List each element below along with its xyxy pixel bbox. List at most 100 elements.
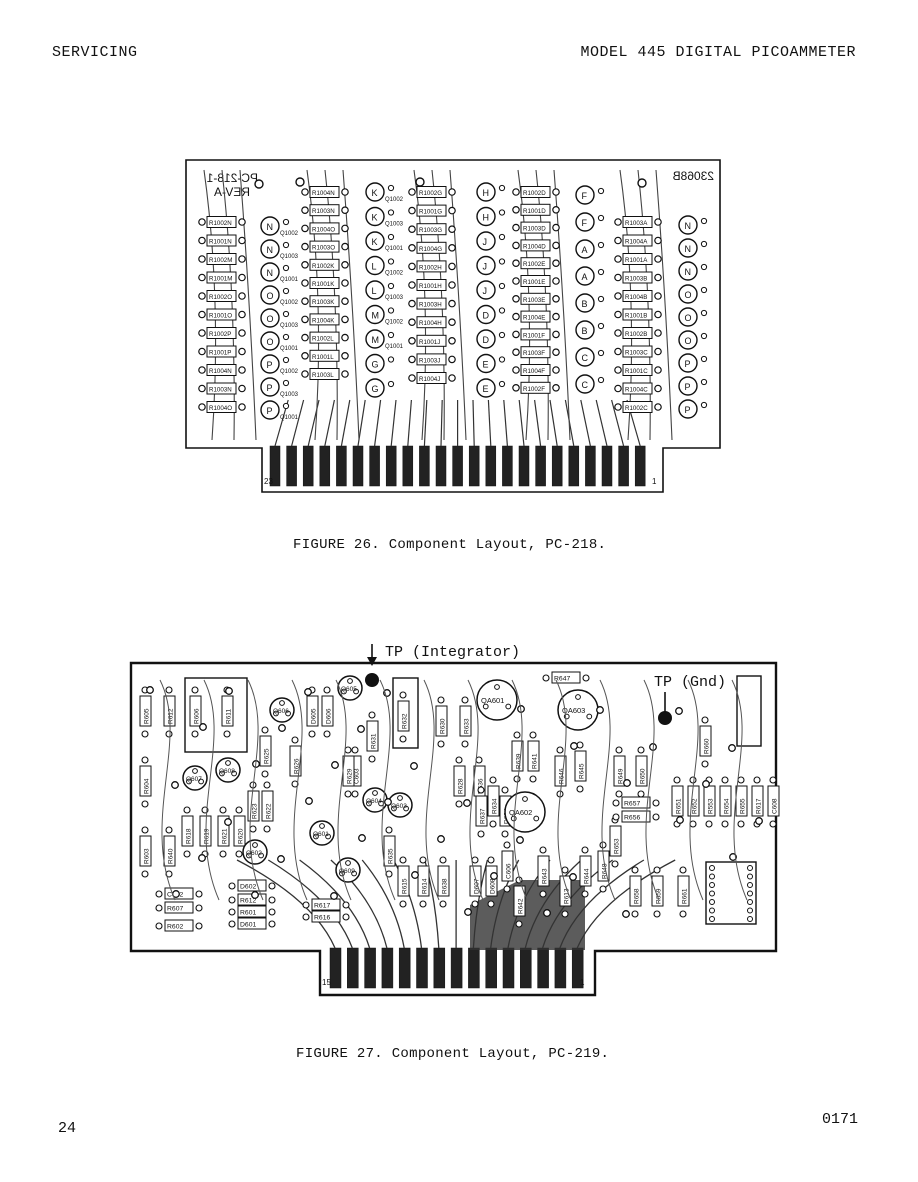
solder-pad	[387, 184, 395, 192]
solder-pad	[654, 310, 662, 319]
transistor-letter: L	[372, 262, 377, 272]
solder-pad	[408, 318, 416, 327]
transistor-letter: E	[483, 360, 489, 370]
resistor	[206, 345, 237, 358]
trace	[611, 399, 625, 447]
edge-pin-label: 1	[652, 477, 657, 486]
solder-pad	[408, 225, 416, 234]
resistor-label: R1003L	[312, 372, 334, 379]
resistor	[520, 186, 551, 198]
edge-finger	[535, 445, 546, 487]
resistor-label: R1004G	[419, 246, 442, 253]
solder-pad	[614, 366, 622, 374]
solder-pad	[387, 356, 395, 363]
solder-pad	[341, 188, 349, 196]
solder-pad	[552, 223, 560, 232]
resistor-label: R1004D	[523, 243, 546, 250]
solder-pad	[448, 225, 456, 234]
resistor	[309, 313, 340, 326]
transistor-ref: Q1002	[280, 300, 299, 306]
resistor	[622, 327, 653, 339]
trace	[374, 399, 382, 447]
transistor	[678, 261, 698, 281]
resistor-label: R1001M	[209, 276, 232, 283]
resistor	[206, 271, 237, 284]
transistor-letter: O	[267, 291, 274, 301]
transistor	[365, 206, 385, 227]
transistor-letter: O	[267, 314, 274, 324]
resistor	[622, 401, 653, 413]
solder-pad	[512, 259, 520, 268]
solder-pad	[700, 332, 708, 340]
transistor	[260, 239, 280, 259]
transistor-letter: F	[582, 191, 588, 201]
trace	[239, 169, 257, 441]
solder-pad	[198, 329, 206, 337]
solder-pad	[498, 258, 506, 265]
resistor	[416, 334, 447, 347]
solder-pad	[597, 214, 605, 222]
transistor-letter: P	[685, 359, 691, 369]
transistor	[260, 331, 280, 351]
resistor-label: R1001N	[209, 239, 232, 246]
edge-finger	[468, 445, 480, 487]
transistor	[678, 353, 698, 373]
solder-pad	[614, 310, 622, 319]
solder-pad	[448, 281, 456, 289]
solder-pad	[408, 299, 416, 308]
solder-pad	[614, 292, 622, 300]
transistor	[575, 266, 595, 286]
transistor-ref: Q1002	[385, 271, 404, 277]
edge-finger	[419, 445, 430, 487]
solder-pad	[512, 223, 520, 232]
resistor-label: R1003N	[209, 387, 232, 394]
solder-pad	[198, 310, 206, 319]
transistor-ref: Q1003	[385, 222, 404, 228]
edge-finger	[286, 445, 297, 487]
transistor	[476, 231, 496, 251]
transistor-ref: Q1001	[280, 415, 299, 421]
figure26-caption: FIGURE 26. Component Layout, PC-218.	[293, 537, 607, 553]
trace	[407, 399, 412, 447]
resistor	[520, 364, 551, 376]
solder-pad	[238, 403, 246, 411]
transistor	[476, 182, 496, 202]
edge-finger	[585, 445, 596, 487]
transistor-letter: N	[685, 244, 692, 254]
edge-finger	[369, 445, 380, 487]
solder-pad	[301, 206, 309, 215]
resistor	[520, 346, 551, 359]
solder-pad	[512, 312, 520, 321]
trace	[580, 399, 591, 447]
resistor	[520, 328, 551, 341]
solder-pad	[498, 380, 506, 388]
transistor	[575, 374, 595, 394]
solder-pad	[408, 374, 416, 382]
transistor	[365, 329, 385, 349]
transistor-letter: P	[685, 382, 691, 392]
transistor-letter: O	[267, 337, 274, 347]
transistor-letter: P	[267, 383, 273, 393]
resistor	[520, 203, 551, 216]
solder-pad	[301, 260, 309, 269]
solder-pad	[700, 240, 708, 248]
solder-pad	[198, 255, 206, 263]
solder-pad	[512, 366, 520, 374]
resistor-label: R1002H	[419, 264, 442, 271]
solder-pad	[387, 258, 395, 265]
edge-finger	[618, 445, 629, 487]
solder-pad	[597, 349, 605, 357]
solder-pad	[387, 331, 395, 339]
edge-finger	[385, 445, 397, 487]
resistor	[206, 216, 237, 228]
transistor-letter: C	[582, 380, 589, 390]
solder-pad	[301, 351, 309, 360]
trace	[503, 399, 508, 447]
resistor	[622, 234, 653, 247]
solder-pad	[552, 206, 560, 214]
edge-finger	[518, 445, 530, 487]
resistor-label: R1004J	[419, 376, 440, 383]
page-number: 24	[58, 1120, 77, 1137]
transistor	[260, 216, 280, 236]
solder-pad	[198, 292, 206, 300]
